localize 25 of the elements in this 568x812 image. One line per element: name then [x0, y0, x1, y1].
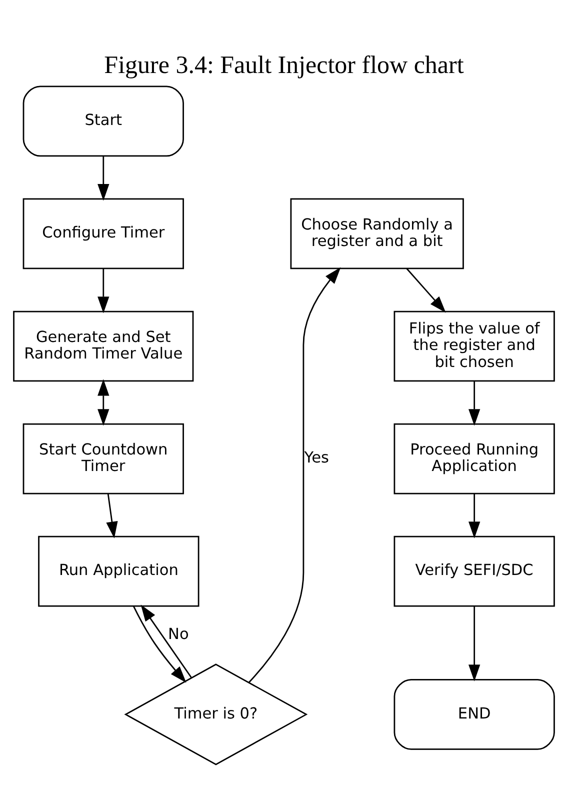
diagram-title: Figure 3.4: Fault Injector flow chart: [104, 52, 464, 80]
edge-label: Yes: [304, 448, 329, 467]
node-box: Flips the value of the register and bit chosen: [394, 310, 555, 382]
arrow: [468, 494, 480, 538]
node-box: Choose Randomly a register and a bit: [290, 198, 464, 270]
node-box: Configure Timer: [22, 198, 184, 270]
arrow: [132, 606, 186, 683]
node-box: Verify SEFI/SDC: [394, 536, 555, 607]
arrow: [248, 267, 341, 683]
arrow: [98, 379, 110, 426]
node-box: Start: [22, 86, 184, 157]
node-diamond: Timer is 0?: [124, 664, 308, 766]
node-box: Generate and Set Random Timer Value: [13, 310, 194, 382]
arrow: [98, 156, 110, 201]
node-box: Start Countdown Timer: [22, 423, 184, 494]
node-box: Run Application: [38, 536, 200, 607]
node-box: END: [394, 679, 555, 750]
node-box: Proceed Running Application: [394, 423, 555, 494]
arrow: [468, 606, 480, 682]
arrow: [140, 604, 192, 678]
edge-label: No: [168, 625, 189, 644]
arrow: [468, 381, 480, 426]
arrow: [106, 494, 118, 538]
arrow: [98, 268, 110, 314]
arrow: [406, 268, 446, 313]
